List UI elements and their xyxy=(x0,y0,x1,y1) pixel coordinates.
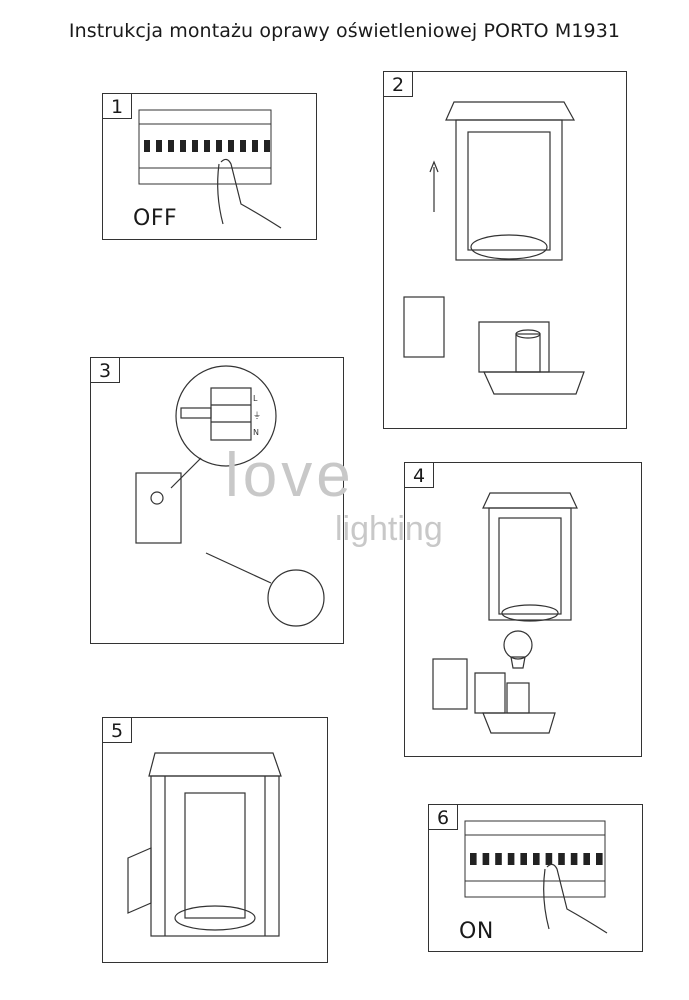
step-caption: ON xyxy=(459,919,494,944)
breaker-switch xyxy=(520,853,527,865)
breaker-switch xyxy=(583,853,590,865)
step-5-panel: 5 xyxy=(102,717,328,963)
step-4-panel: 4 xyxy=(404,462,642,757)
breaker-switch xyxy=(192,140,198,152)
breaker-switch xyxy=(470,853,477,865)
breaker-switch xyxy=(596,853,603,865)
step-number: 3 xyxy=(90,357,120,383)
breaker-switch xyxy=(204,140,210,152)
terminal-label-l: L xyxy=(253,394,258,403)
step-6-panel: 6 ON xyxy=(428,804,643,952)
step-number: 4 xyxy=(404,462,434,488)
breaker-switch xyxy=(558,853,565,865)
breaker-switch xyxy=(570,853,578,865)
step-2-panel: 2 xyxy=(383,71,627,429)
breaker-switch xyxy=(545,853,553,865)
lamp-disassembly-illustration xyxy=(403,101,585,395)
breaker-switch xyxy=(533,853,540,865)
breaker-switch xyxy=(144,140,150,152)
breaker-switch xyxy=(168,140,174,152)
terminal-label-n: N xyxy=(253,428,259,437)
breaker-switch xyxy=(252,140,258,152)
step-number: 6 xyxy=(428,804,458,830)
wiring-illustration: L ⏚ N xyxy=(135,365,325,627)
breaker-switch xyxy=(495,853,502,865)
breaker-switch xyxy=(216,140,222,152)
assembled-lamp-illustration xyxy=(127,752,282,937)
step-number: 5 xyxy=(102,717,132,743)
breaker-on-illustration xyxy=(464,820,608,934)
step-3-panel: L ⏚ N 3 xyxy=(90,357,344,644)
breaker-switch xyxy=(240,140,246,152)
breaker-switch xyxy=(264,140,270,152)
bulb-install-illustration xyxy=(432,492,578,734)
breaker-switch xyxy=(482,853,490,865)
step-number: 2 xyxy=(383,71,413,97)
breaker-switch xyxy=(228,140,234,152)
breaker-switch xyxy=(156,140,162,152)
breaker-switch xyxy=(180,140,186,152)
step-number: 1 xyxy=(102,93,132,119)
step-1-panel: 1 OFF xyxy=(102,93,317,240)
terminal-label-earth: ⏚ xyxy=(253,411,261,420)
step-caption: OFF xyxy=(133,206,178,231)
page-title: Instrukcja montażu oprawy oświetleniowej… xyxy=(68,20,621,42)
breaker-switch xyxy=(507,853,515,865)
breaker-off-illustration xyxy=(138,109,282,229)
